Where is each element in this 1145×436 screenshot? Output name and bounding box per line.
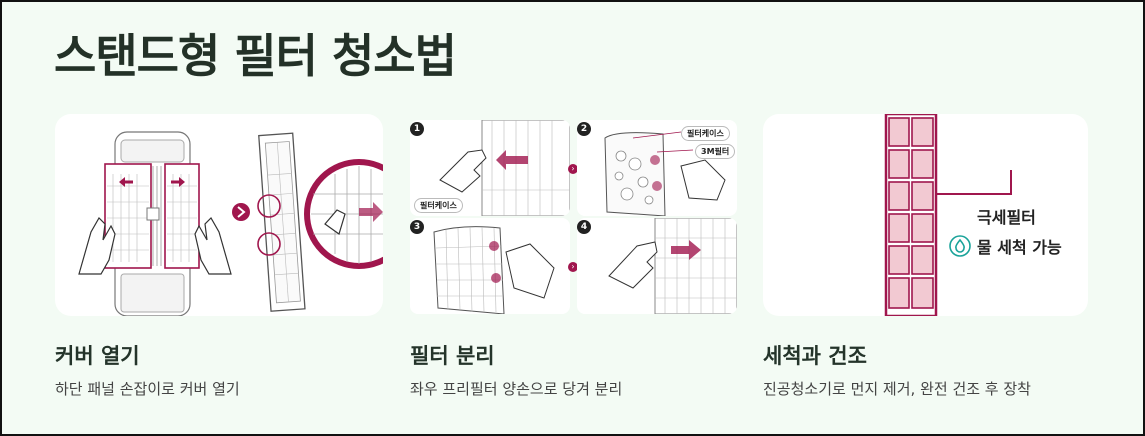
step2-quad-4: 4 bbox=[577, 218, 737, 314]
step-number-4: 4 bbox=[577, 220, 591, 234]
right-arrow-icon: › bbox=[568, 262, 578, 272]
step2-quad-2: 2 필터케이스 3M필터 bbox=[577, 120, 737, 216]
right-arrow-icon: › bbox=[568, 164, 578, 174]
step2-quad-1: 1 필터케이스 bbox=[410, 120, 570, 216]
slide-out-filter-illustration bbox=[608, 218, 737, 314]
page-title: 스탠드형 필터 청소법 bbox=[54, 29, 457, 83]
filter-case-detail-illustration bbox=[604, 131, 726, 216]
step2-description: 좌우 프리필터 양손으로 당겨 분리 bbox=[410, 380, 623, 398]
washable-text: 물 세척 가능 bbox=[977, 238, 1062, 257]
filter-case-tag-2: 필터케이스 bbox=[681, 126, 730, 141]
cover-open-illustration bbox=[78, 131, 383, 316]
filter-case-tag-1: 필터케이스 bbox=[414, 198, 463, 213]
step3-illustration: 극세필터 물 세척 가능 bbox=[763, 114, 1088, 316]
step3-description: 진공청소기로 먼지 제거, 완전 건조 후 장착 bbox=[763, 380, 1031, 398]
pull-filter-case-illustration bbox=[439, 120, 570, 216]
filter-3m-tag: 3M필터 bbox=[695, 144, 736, 159]
step3-title: 세척과 건조 bbox=[763, 344, 867, 368]
step2-illustration: 1 필터케이스 › 2 필터케이스 3M필터 bbox=[410, 114, 737, 316]
fine-filter-label: 극세필터 bbox=[977, 208, 1036, 227]
step-number-2: 2 bbox=[577, 122, 591, 136]
pre-filter-removal-illustration bbox=[433, 226, 555, 314]
washable-label: 물 세척 가능 bbox=[949, 234, 1062, 258]
water-drop-icon bbox=[949, 235, 971, 257]
step1-description: 하단 패널 손잡이로 커버 열기 bbox=[55, 380, 240, 398]
step1-title: 커버 열기 bbox=[55, 344, 140, 368]
step-number-3: 3 bbox=[410, 220, 424, 234]
step2-quad-3: 3 bbox=[410, 218, 570, 314]
step1-illustration bbox=[55, 114, 383, 316]
step2-title: 필터 분리 bbox=[410, 344, 495, 368]
fine-filter-illustration bbox=[884, 114, 1012, 316]
step-number-1: 1 bbox=[410, 122, 424, 136]
